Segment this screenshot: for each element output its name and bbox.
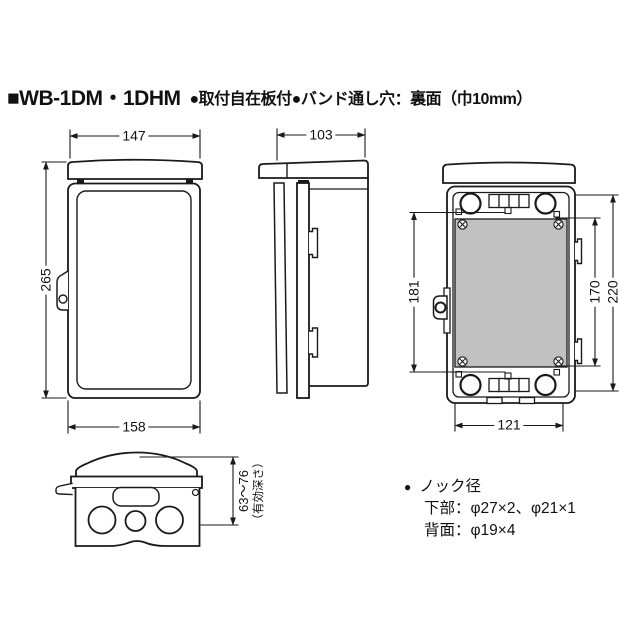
- bottom-latch-recess: [112, 486, 160, 507]
- dim-label-front-top-width: 147: [119, 128, 149, 144]
- back-latch-lower: [574, 338, 583, 365]
- front-door-panel: [76, 190, 192, 390]
- mounting-plate: [454, 218, 568, 368]
- dim-label-front-height: 265: [38, 265, 54, 295]
- back-hinge-hole: [434, 301, 447, 314]
- dim-label-front-bottom-width: 158: [119, 419, 149, 435]
- dim-label-side-depth: 103: [306, 127, 336, 143]
- side-lid: [258, 159, 369, 179]
- front-body: [67, 182, 201, 399]
- dim-label-back-inner-height: 170: [587, 277, 603, 307]
- screw-top-right: [553, 219, 564, 230]
- bottom-knockout-center: [124, 510, 147, 532]
- side-latch-lower: [308, 327, 319, 358]
- back-hinge-tab: [432, 295, 448, 320]
- front-hinge-hole: [58, 294, 68, 304]
- bottom-knockout-left: [87, 505, 117, 535]
- bottom-rim-screw: [191, 488, 200, 497]
- screw-bottom-right: [553, 356, 564, 367]
- dim-label-back-band-pitch: 181: [406, 277, 422, 307]
- bullet-icon: ●: [404, 480, 412, 494]
- knockout-note-back-line: 背面：φ19×4: [424, 522, 516, 539]
- front-lid-nub-right: [186, 179, 193, 184]
- back-bottom-vent: [488, 377, 530, 393]
- side-body: [308, 177, 369, 387]
- back-foot-left: [486, 396, 503, 405]
- front-lid: [67, 158, 203, 180]
- back-foot-right: [518, 396, 536, 405]
- back-view: [409, 161, 619, 432]
- back-band-holes-top: [455, 206, 561, 218]
- bottom-dome-lid: [75, 451, 198, 478]
- bottom-body: [74, 487, 201, 547]
- feature-summary: ●取付自在板付●バンド通し穴：裏面（巾10mm）: [189, 91, 533, 108]
- front-lid-nub-left: [77, 179, 84, 184]
- back-knockout-bottom-right: [534, 373, 557, 397]
- side-back-plate: [296, 182, 310, 399]
- knockout-note-title-row: ● ノック径: [404, 476, 576, 498]
- screw-top-left: [457, 219, 468, 230]
- model-name: ■WB-1DM・1DHM: [7, 87, 181, 110]
- screw-bottom-left: [457, 356, 468, 367]
- dim-label-effective-depth-note: （有効深さ）: [252, 455, 266, 527]
- front-view: [41, 129, 203, 434]
- dim-label-back-body-height: 220: [605, 277, 621, 307]
- dim-label-back-bottom-width: 121: [494, 417, 524, 433]
- side-view: [258, 128, 369, 399]
- bottom-lid-rim: [70, 475, 203, 489]
- knockout-note-title: ノック径: [419, 478, 481, 495]
- side-latch-upper: [308, 227, 319, 259]
- dim-label-effective-depth: 63〜76: [236, 467, 251, 515]
- back-knockout-top-right: [534, 192, 557, 215]
- front-hinge-tab: [56, 269, 70, 311]
- page-title: ■WB-1DM・1DHM ●取付自在板付●バンド通し穴：裏面（巾10mm）: [7, 82, 532, 112]
- knockout-note-bottom-line: 下部：φ27×2、φ21×1: [424, 500, 576, 517]
- back-lid: [442, 161, 576, 184]
- back-inner-wall: [452, 191, 570, 398]
- bottom-view: [55, 451, 239, 547]
- plate-screws: [457, 219, 564, 367]
- knockout-diameter-note: ● ノック径 下部：φ27×2、φ21×1 背面：φ19×4: [404, 476, 576, 542]
- side-cover-flange: [273, 182, 288, 394]
- dim-effective-depth: [139, 456, 239, 526]
- bottom-knockout-right: [155, 505, 184, 535]
- back-knockout-top-left: [459, 192, 482, 215]
- back-latch-upper: [574, 238, 583, 265]
- back-knockout-bottom-left: [459, 373, 482, 397]
- bottom-side-tab: [55, 482, 73, 496]
